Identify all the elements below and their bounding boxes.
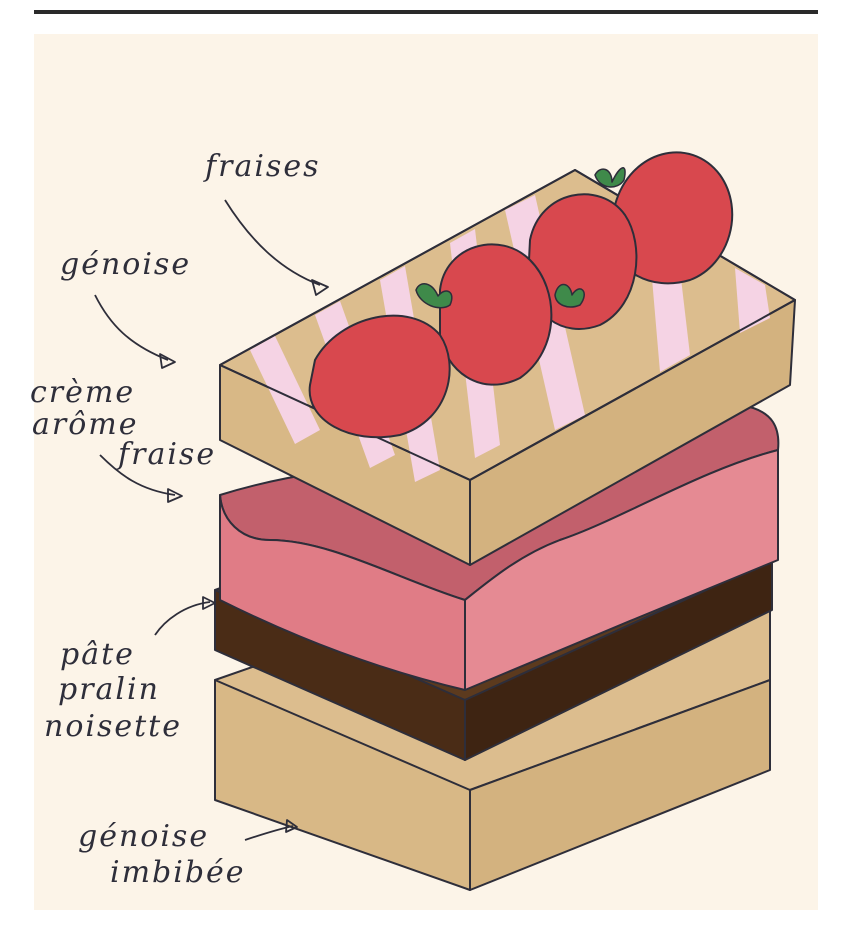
- label-genoise-bottom-line1: génoise: [78, 819, 210, 854]
- label-creme-line1: crème: [30, 375, 136, 410]
- label-pate-line2: pralin: [58, 672, 160, 707]
- strawberry-leaves: [415, 167, 626, 309]
- label-creme-line3: fraise: [118, 437, 217, 472]
- label-pate-line1: pâte: [60, 637, 135, 672]
- label-pate-line3: noisette: [44, 709, 182, 744]
- label-genoise-top: génoise: [60, 247, 192, 282]
- label-genoise-bottom-line2: imbibée: [110, 855, 246, 890]
- label-creme-line2: arôme: [32, 407, 139, 442]
- top-border: [34, 10, 818, 14]
- label-fraises: fraises: [205, 149, 321, 184]
- annotation-arrows: [94, 199, 329, 841]
- strawberries: [308, 151, 734, 439]
